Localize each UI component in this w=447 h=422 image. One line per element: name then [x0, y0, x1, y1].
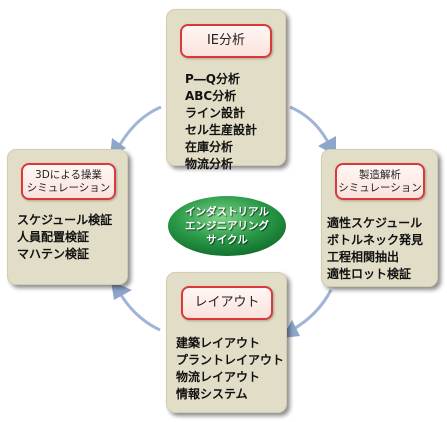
- manufacturing-simulation-item: 工程相関抽出: [327, 250, 400, 264]
- arrow-arc-bottom-right: [291, 289, 333, 332]
- 3d-simulation-box: 3Dによる操業 シミュレーション スケジュール検証 人員配置検証 マハテン検証: [7, 149, 128, 285]
- ie-analysis-item: ライン設計: [185, 106, 246, 120]
- layout-item: 建築レイアウト: [176, 336, 261, 350]
- layout-item: 情報システム: [176, 387, 248, 401]
- manufacturing-simulation-title-line: 製造解析: [359, 168, 401, 181]
- 3d-simulation-item: スケジュール検証: [17, 213, 113, 227]
- manufacturing-simulation-title-line: シミュレーション: [338, 181, 422, 194]
- arrow-arc-bottom-left: [116, 289, 161, 332]
- manufacturing-simulation-title-pill: 製造解析 シミュレーション: [335, 163, 425, 200]
- center-label-line: エンジニアリング: [185, 220, 269, 232]
- ie-analysis-item: ABC分析: [185, 89, 237, 103]
- ie-analysis-item: P―Q分析: [185, 72, 240, 86]
- manufacturing-simulation-list: 適性スケジュール ボトルネック発見 工程相関抽出 適性ロット検証: [327, 215, 423, 283]
- arrowhead-bottom-left: [111, 281, 132, 300]
- ie-analysis-item: セル生産設計: [185, 123, 258, 137]
- 3d-simulation-item: マハテン検証: [17, 247, 90, 261]
- 3d-simulation-item: 人員配置検証: [17, 230, 90, 244]
- layout-list: 建築レイアウト プラントレイアウト 物流レイアウト 情報システム: [176, 335, 284, 403]
- center-label-line: サイクル: [206, 234, 248, 246]
- 3d-simulation-title-line: シミュレーション: [26, 181, 111, 194]
- arrow-arc-top-left: [116, 105, 162, 149]
- 3d-simulation-title-pill: 3Dによる操業 シミュレーション: [21, 163, 116, 200]
- layout-title-pill: レイアウト: [181, 286, 273, 320]
- ie-analysis-item: 在庫分析: [185, 140, 234, 154]
- ie-analysis-box: IE分析 P―Q分析 ABC分析 ライン設計 セル生産設計 在庫分析 物流分析: [166, 9, 286, 171]
- ie-analysis-item: 物流分析: [185, 157, 234, 171]
- ie-analysis-list: P―Q分析 ABC分析 ライン設計 セル生産設計 在庫分析 物流分析: [185, 71, 257, 173]
- center-ellipse: [168, 196, 286, 256]
- center-cycle-label: インダストリアル エンジニアリング サイクル: [166, 194, 288, 258]
- layout-box: レイアウト 建築レイアウト プラントレイアウト 物流レイアウト 情報システム: [166, 272, 287, 413]
- center-label-line: インダストリアル: [185, 206, 269, 218]
- layout-item: プラントレイアウト: [176, 353, 285, 367]
- ie-analysis-title-pill: IE分析: [180, 24, 272, 58]
- 3d-simulation-title-line: 3Dによる操業: [35, 168, 102, 181]
- ie-analysis-title: IE分析: [206, 33, 246, 49]
- layout-title: レイアウト: [194, 295, 260, 311]
- 3d-simulation-list: スケジュール検証 人員配置検証 マハテン検証: [17, 212, 112, 263]
- manufacturing-simulation-box: 製造解析 シミュレーション 適性スケジュール ボトルネック発見 工程相関抽出 適…: [321, 149, 438, 287]
- manufacturing-simulation-item: 適性スケジュール: [327, 216, 423, 230]
- layout-item: 物流レイアウト: [176, 370, 261, 384]
- arrow-arc-top-right: [289, 105, 332, 147]
- manufacturing-simulation-item: 適性ロット検証: [327, 267, 412, 281]
- manufacturing-simulation-item: ボトルネック発見: [327, 233, 424, 247]
